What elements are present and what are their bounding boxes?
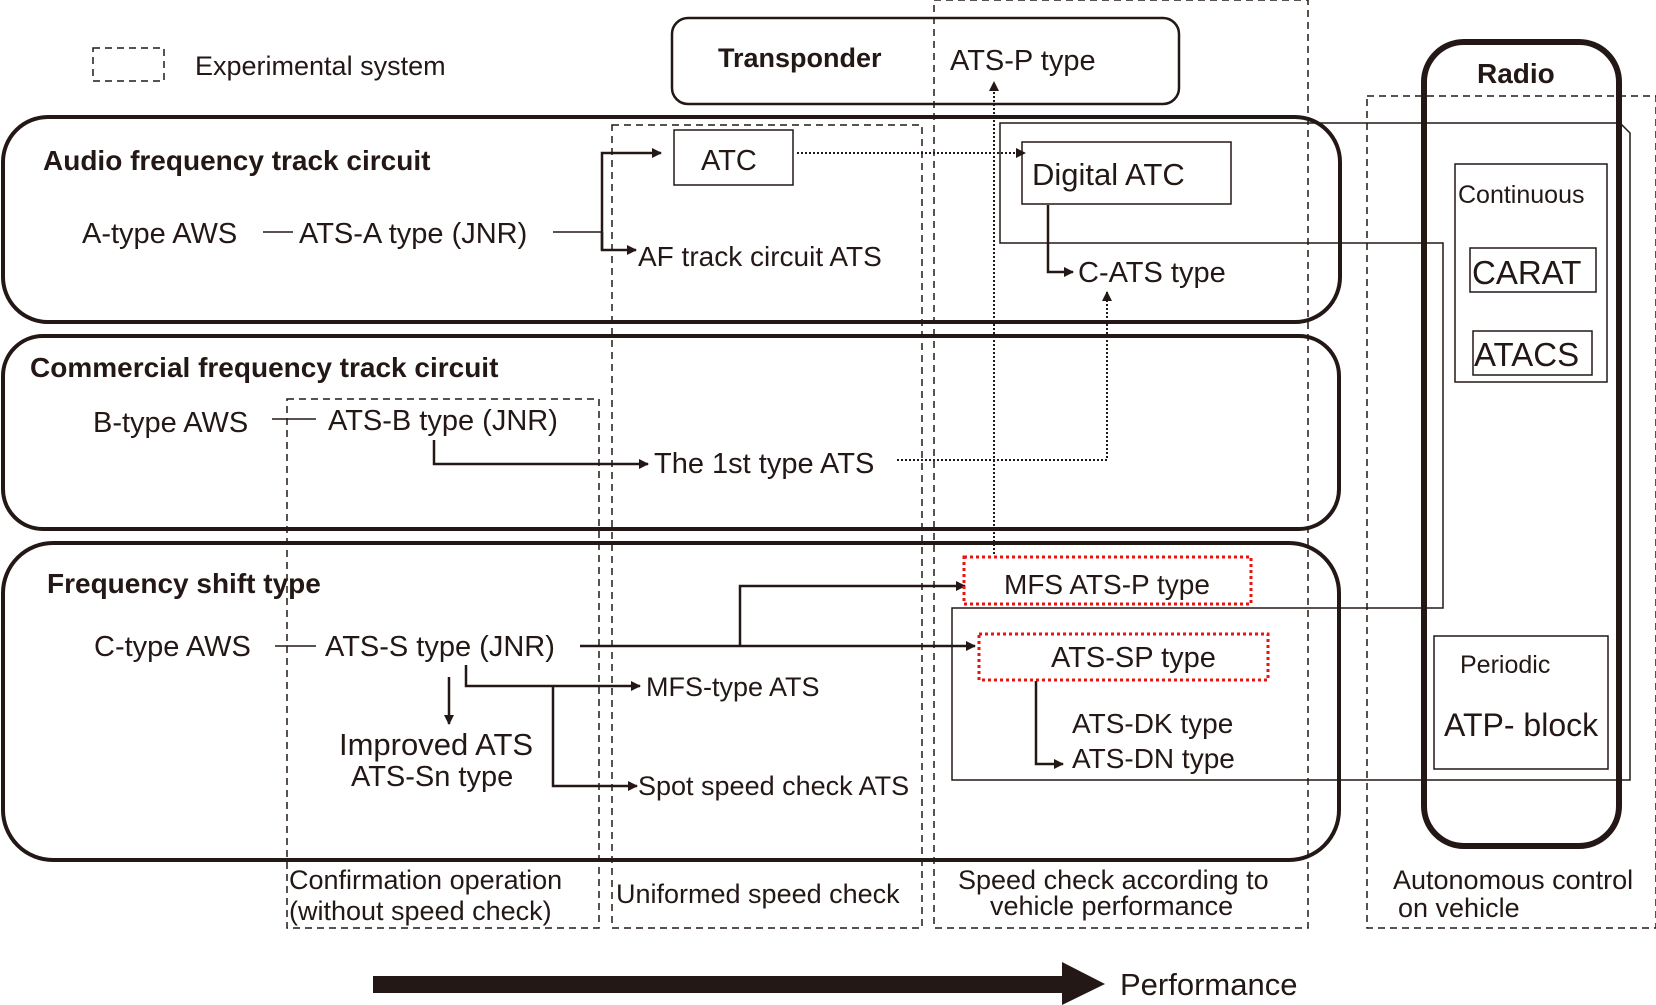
column-autonomous-box (1366, 95, 1656, 929)
carat-box (1469, 247, 1597, 293)
ats-a-type: ATS-A type (JNR) (299, 218, 527, 250)
mfs-atsp-type: MFS ATS-P type (1004, 569, 1210, 600)
frequency-shift-title: Frequency shift type (47, 568, 321, 599)
column-uniformed-box (611, 124, 923, 929)
continuous-label: Continuous (1458, 181, 1584, 209)
periodic-label: Periodic (1460, 651, 1550, 679)
improved-ats: Improved ATS (339, 727, 533, 762)
ats-sp-type: ATS-SP type (1051, 642, 1216, 674)
atc-label: ATC (701, 145, 757, 177)
arrow-to-c-ats (1046, 205, 1074, 277)
frequency-shift-box (1, 541, 1341, 862)
arrow-to-1st-type (432, 440, 649, 469)
first-type-ats: The 1st type ATS (654, 448, 874, 480)
arrow-to-af-ats (600, 232, 637, 255)
atacs-box (1472, 330, 1593, 376)
audio-frequency-title: Audio frequency track circuit (43, 145, 430, 176)
ats-sn-type: ATS-Sn type (351, 761, 513, 793)
periodic-box (1433, 635, 1609, 770)
ats-b-type: ATS-B type (JNR) (328, 405, 558, 437)
af-track-circuit-ats: AF track circuit ATS (638, 241, 882, 272)
atp-block-label: ATP- block (1444, 707, 1599, 743)
column-confirmation-line2: (without speed check) (289, 896, 552, 926)
radio-box (1421, 39, 1622, 849)
transponder-group: Transponder ATS-P type (670, 16, 1181, 106)
digital-system-frame (951, 122, 1631, 781)
performance-label: Performance (1120, 967, 1297, 1002)
atc-box (673, 129, 794, 186)
ats-dk-type: ATS-DK type (1072, 708, 1233, 739)
performance-arrow-head (1062, 962, 1105, 1005)
continuous-box (1454, 163, 1608, 383)
arrow-1st-type-to-c-ats (897, 291, 1112, 461)
column-autonomous-line1: Autonomous control (1393, 865, 1633, 895)
c-ats-type: C-ATS type (1078, 257, 1226, 289)
group-audio-frequency: Audio frequency track circuit A-type AWS… (1, 115, 1342, 324)
spot-speed-check-ats: Spot speed check ATS (638, 771, 909, 801)
performance-axis: Performance (373, 962, 1297, 1005)
group-frequency-shift: Frequency shift type C-type AWS ATS-S ty… (1, 541, 1341, 862)
column-confirmation-line1: Confirmation operation (289, 865, 562, 895)
legend: Experimental system (92, 47, 446, 82)
legend-dashed-box (92, 47, 165, 82)
commercial-frequency-title: Commercial frequency track circuit (30, 352, 498, 383)
ats-s-type: ATS-S type (JNR) (325, 631, 555, 663)
ats-p-type: ATS-P type (950, 45, 1096, 77)
arrow-to-spot (551, 686, 638, 791)
transponder-box (670, 16, 1181, 106)
ats-sp-experimental-box (977, 632, 1270, 682)
b-type-aws: B-type AWS (93, 407, 248, 439)
column-uniformed: Uniformed speed check (616, 879, 900, 909)
digital-atc-box (1021, 141, 1232, 205)
transponder-title: Transponder (718, 43, 882, 73)
audio-frequency-box (1, 115, 1342, 324)
column-autonomous-line2: on vehicle (1398, 893, 1520, 923)
radio-group: Radio Continuous CARAT ATACS Periodic AT… (1421, 39, 1622, 849)
column-vehicle-perf-line1: Speed check according to (958, 865, 1269, 895)
radio-title: Radio (1477, 58, 1555, 89)
atacs-label: ATACS (1474, 336, 1579, 373)
arrow-to-atc (600, 148, 662, 250)
column-vehicle-performance-box (933, 0, 1309, 929)
carat-label: CARAT (1472, 254, 1581, 291)
column-vehicle-perf-line2: vehicle performance (990, 891, 1233, 921)
column-confirmation-box (286, 398, 600, 929)
arrow-to-mfs-atsp (738, 581, 966, 646)
digital-atc-label: Digital ATC (1032, 157, 1185, 192)
a-type-aws: A-type AWS (82, 218, 237, 250)
commercial-frequency-box (1, 334, 1341, 531)
arrow-to-ats-dn (1034, 681, 1064, 769)
legend-label: Experimental system (195, 51, 446, 81)
c-type-aws: C-type AWS (94, 631, 251, 663)
mfs-type-ats: MFS-type ATS (646, 672, 820, 702)
column-labels: Confirmation operation (without speed ch… (289, 865, 1633, 926)
performance-arrow-shaft (373, 976, 1073, 993)
group-commercial-frequency: Commercial frequency track circuit B-typ… (1, 291, 1341, 531)
ats-dn-type: ATS-DN type (1072, 743, 1235, 774)
mfs-atsp-experimental-box (962, 555, 1253, 606)
arrow-to-mfs-type (464, 665, 641, 691)
